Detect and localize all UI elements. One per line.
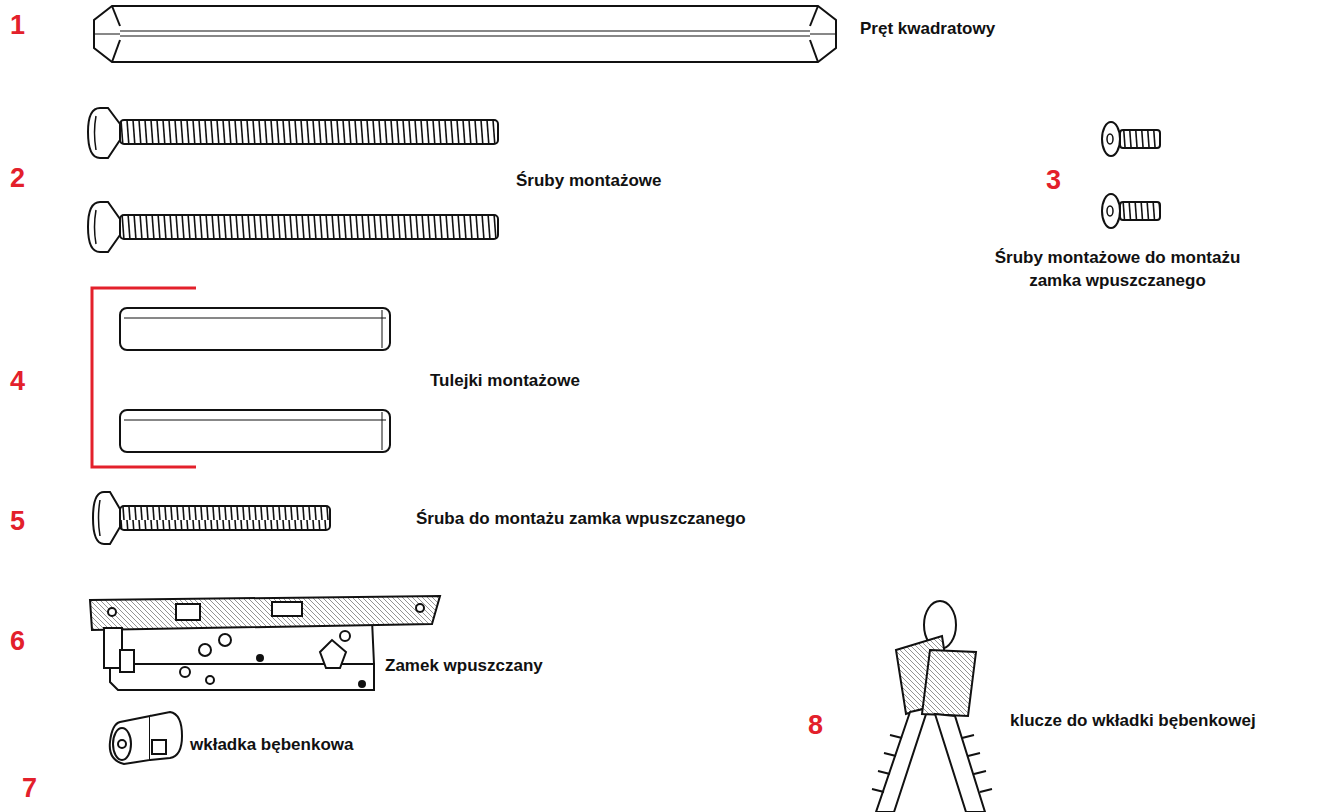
callout-number: 1 [10, 12, 25, 39]
part-name: Śruby montażowe do montażu zamka wpuszcz… [935, 247, 1300, 293]
small-screw [1102, 122, 1160, 156]
group-bracket [92, 288, 196, 467]
part-name: Zamek wpuszczany [385, 655, 543, 678]
mortise-lock [90, 596, 440, 690]
part-name: Śruba do montażu zamka wpuszczanego [416, 508, 746, 531]
sleeve [120, 308, 390, 452]
callout-number: 2 [10, 165, 25, 192]
small-screw [1102, 194, 1160, 228]
square-bar [94, 6, 836, 62]
part-name: klucze do wkładki bębenkowej [1010, 710, 1256, 733]
long-screw [88, 202, 498, 252]
part-name: Pręt kwadratowy [860, 18, 995, 41]
lock-cylinder [110, 712, 182, 764]
callout-number: 8 [808, 712, 823, 739]
part-name: Tulejki montażowe [430, 370, 580, 393]
callout-number: 3 [1046, 167, 1061, 194]
keys [872, 601, 992, 812]
callout-number: 5 [10, 508, 25, 535]
lock-screw [93, 492, 330, 544]
long-screw [88, 108, 498, 158]
part-name: wkładka bębenkowa [190, 734, 353, 757]
part-name: Śruby montażowe [516, 170, 661, 193]
callout-number: 7 [22, 775, 37, 802]
callout-number: 4 [10, 368, 25, 395]
callout-number: 6 [10, 628, 25, 655]
